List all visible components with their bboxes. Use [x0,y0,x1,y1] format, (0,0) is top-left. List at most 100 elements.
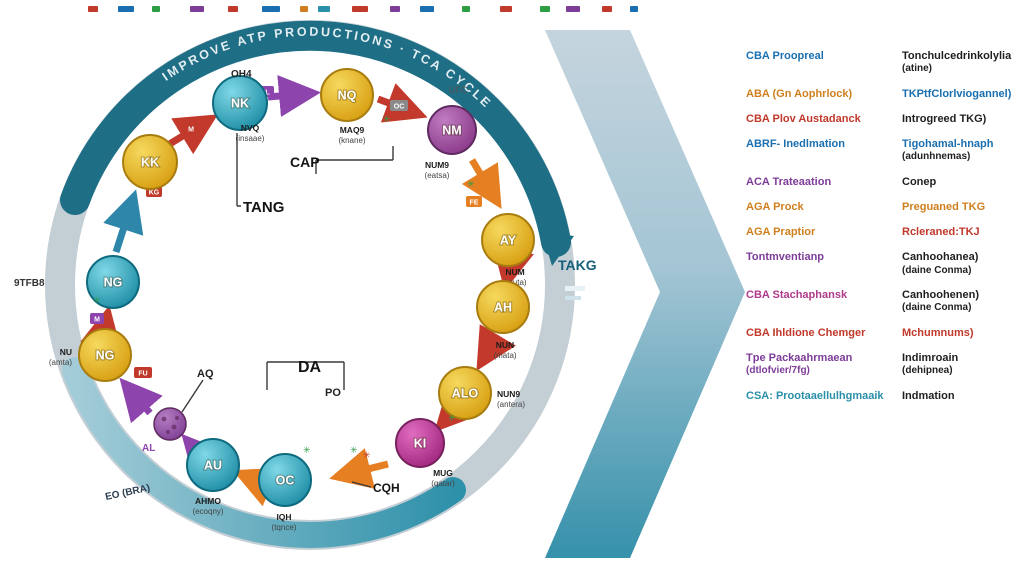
node-tag: NU [60,347,72,357]
legend-desc: Indimroain(dehipnea) [902,352,1018,378]
reaction-arrows [80,75,534,507]
big-right-arrow [545,30,745,558]
legend-desc: Tonchulcedrinkolylia(atine) [902,50,1018,76]
cycle-bottom-arc [62,357,466,548]
node-tag: (antera) [497,400,525,409]
legend-desc: Canhoohenen)(daine Conma) [902,289,1018,315]
diagram-label: CAP [290,154,320,170]
legend-term: ABRF- Inedlmation [746,138,845,151]
node-tag: MAQ9 [340,125,365,135]
node-nk: NK NVQ(insaae) [212,75,268,143]
legend-row: AGA Prock Preguaned TKG [746,201,1018,214]
node-tag: (tqnce) [272,523,297,532]
top-mark [352,6,368,12]
spark-icon: ✳ [467,179,475,189]
top-mark [630,6,638,12]
legend-row: ABA (Gn Aophrlock)TKPtfClorlviogannel) [746,88,1018,101]
legend-row: CSA: Prootaaellulhgmaaik Indmation [746,390,1018,403]
diagram-label: EO (BRA) [104,483,151,503]
node-label: KK [141,156,159,170]
diagram-label: UFC [449,85,468,95]
legend-desc: Tigohamal-hnaph(adunhnemas) [902,138,1018,164]
node-tag: NUN [496,340,514,350]
node-alo: ALO NUN9(antera) [438,366,525,420]
top-mark [500,6,512,12]
legend-term: CSA: Prootaaellulhgmaaik [746,389,884,402]
diagram-label: OH4 [231,69,252,80]
legend-term: AGA Praptior [746,226,816,239]
legend-desc: Preguaned TKG [902,200,986,213]
node-tag: MUG [433,468,453,478]
node-tag: NVQ [241,123,260,133]
top-mark [118,6,134,12]
top-mark [540,6,550,12]
spark-icon: ✳ [383,114,391,124]
legend-desc-sub: (daine Conma) [902,302,972,314]
cycle-arc-arrowhead-icon [542,232,574,266]
legend-desc: Indmation [902,389,955,402]
top-mark [228,6,238,12]
big-arrow-label: TAKG [558,257,597,273]
legend-desc-sub: (adunhnemas) [902,151,971,163]
top-mark [88,6,98,12]
node-label: KI [414,437,427,451]
top-mark [152,6,160,12]
node-ng: NG NU(amta) [49,328,132,382]
legend-row: ABRF- Inedlmation Tigohamal-hnaph(adunhne… [746,138,1018,164]
annotation-lines [181,133,394,488]
node-tag: (amta) [49,358,72,367]
node-label: AH [494,301,512,315]
node-label: NK [231,97,249,111]
diagram-label: DA [298,359,322,376]
arrow-dash-1 [565,286,585,291]
legend-desc-sub: (daine Conma) [902,264,972,276]
legend-desc-sub: (atine) [902,63,932,75]
node-label: NQ [338,89,357,103]
cofactor-badge: OC [390,100,408,111]
legend-term: CBA Stachaphansk [746,289,848,301]
svg-text:FE: FE [470,200,479,207]
legend-desc: Mchumnums) [902,326,974,339]
cofactor-badge: M [183,123,199,134]
cofactor-badge: FE [466,196,482,207]
node-tag: (qatar) [431,479,455,488]
top-marks [0,6,1024,16]
node-tag: (muta) [503,278,526,287]
legend-term: ABA (Gn Aophrlock) [746,87,853,100]
legend-row: CBA Stachaphansk Canhoohenen)(daine Conma… [746,289,1018,315]
node-tag: NUN9 [497,389,520,399]
diagram-label: PO [325,387,341,399]
legend-term: Tontmventianp [746,251,825,264]
diagram-label: TANG [243,199,284,216]
top-mark [390,6,400,12]
spark-icon: ✳ [350,445,358,455]
diagram-label: AQ [197,368,214,380]
svg-text:FU: FU [138,371,147,378]
top-mark [420,6,434,12]
node-label: ALO [452,387,479,401]
legend-term: CBA Proopreal [746,50,824,62]
legend-term: CBA Plov Austadanck [746,112,861,125]
legend-desc: Conep [902,175,937,188]
svg-text:M: M [94,317,100,324]
svg-text:M: M [188,127,194,134]
node-ki: KI MUG(qatar) [395,418,455,488]
legend-term: AGA Prock [746,200,804,213]
node-tag: NUM9 [425,160,449,170]
node-kk: KK [122,134,178,190]
node-label: NG [96,349,115,363]
node-tag: (insaae) [236,134,265,143]
svg-text:KG: KG [149,190,160,197]
node-tag: NUM [505,267,524,277]
legend-row: CBA Proopreal Tonchulcedrinkolylia(atine) [746,50,1018,76]
